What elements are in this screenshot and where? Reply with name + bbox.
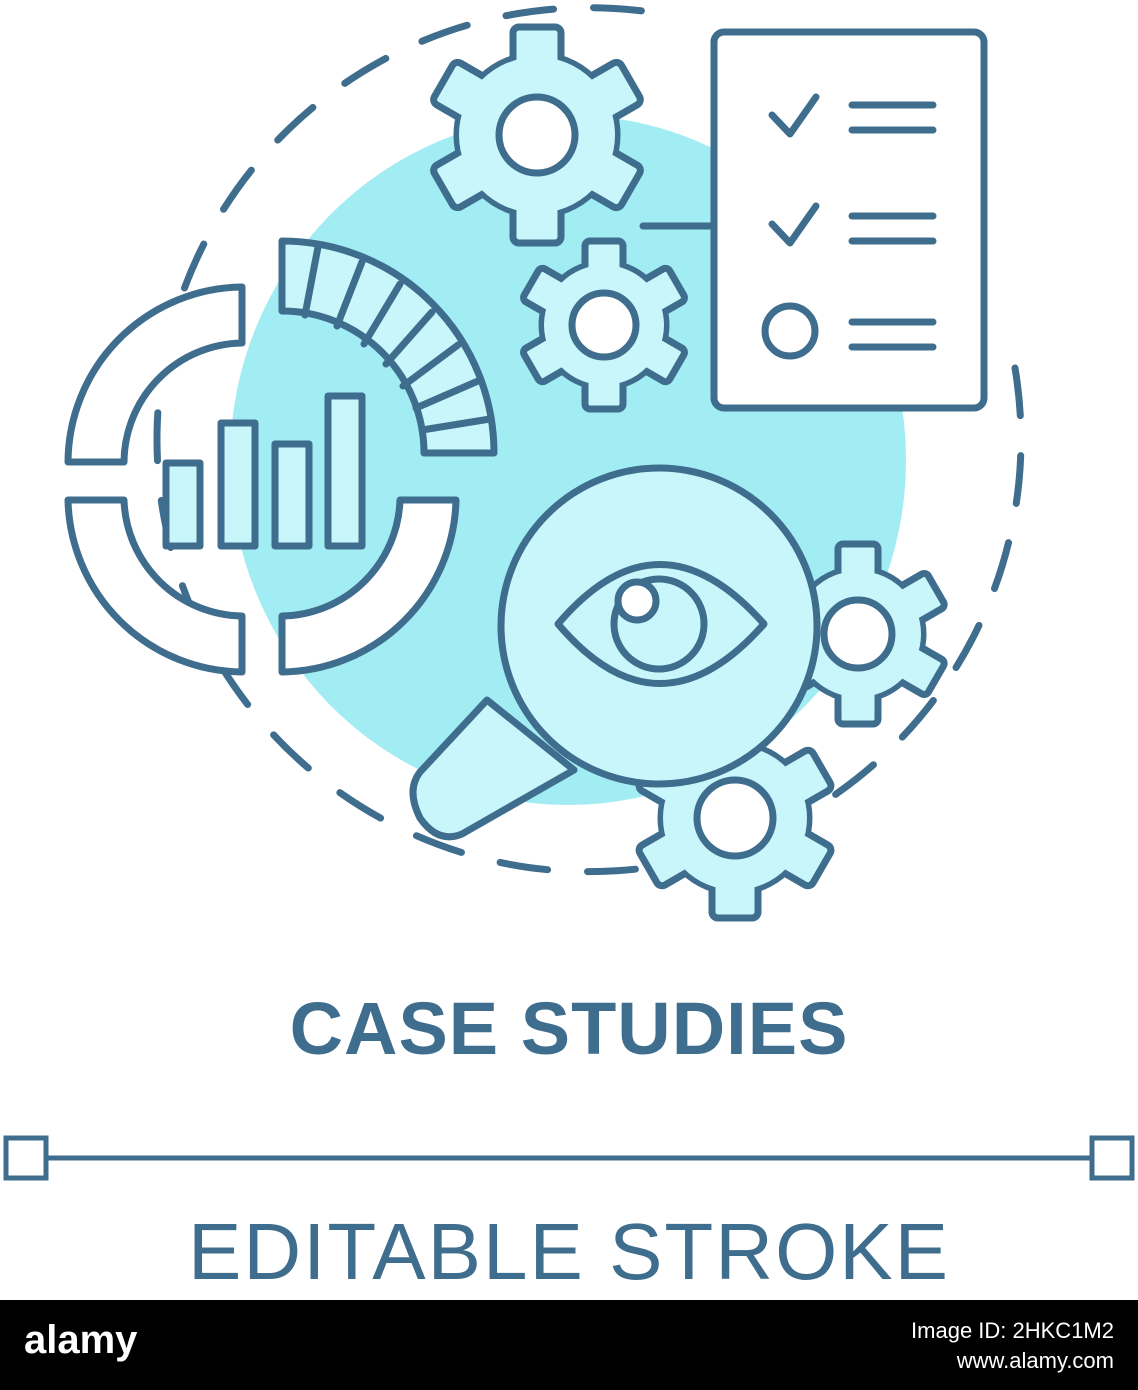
bar-3	[271, 440, 313, 550]
editable-stroke-line	[3, 1135, 1135, 1181]
check-mark-icon	[768, 93, 820, 138]
magnifier-handle	[409, 696, 578, 841]
bar-chart-icon	[162, 392, 366, 550]
checklist-paper	[710, 28, 988, 412]
bar-2	[217, 419, 259, 550]
donut-segment-bottom-left	[64, 496, 246, 676]
dashed-ring	[153, 4, 1025, 876]
watermark-footer: alamy Image ID: 2HKC1M2 www.alamy.com	[0, 1300, 1138, 1390]
case-studies-illustration	[64, 4, 1025, 922]
footer-meta: Image ID: 2HKC1M2 www.alamy.com	[911, 1316, 1114, 1375]
subtitle-editable-stroke: EDITABLE STROKE	[187, 1207, 951, 1296]
gear-icon	[635, 714, 835, 922]
bullet-circle-icon	[761, 302, 819, 360]
image-id-label: Image ID: 2HKC1M2	[911, 1318, 1114, 1343]
stroke-handle-left	[3, 1135, 49, 1181]
magnifier-icon	[409, 464, 821, 841]
check-mark-icon	[768, 202, 820, 247]
donut-chart-icon	[64, 237, 498, 676]
bar-1	[162, 459, 204, 550]
gear-icon	[520, 237, 688, 413]
title-case-studies: CASE STUDIES	[289, 987, 849, 1070]
donut-segment-top-left	[64, 283, 246, 466]
gear-icon	[430, 23, 644, 247]
donut-segment-bottom-right	[278, 496, 460, 676]
brand-logo: alamy	[24, 1318, 138, 1362]
site-url: www.alamy.com	[956, 1347, 1114, 1373]
checklist-icon	[710, 28, 988, 412]
stroke-handle-right	[1089, 1135, 1135, 1181]
eye-icon	[554, 561, 768, 687]
bar-4	[324, 392, 366, 550]
